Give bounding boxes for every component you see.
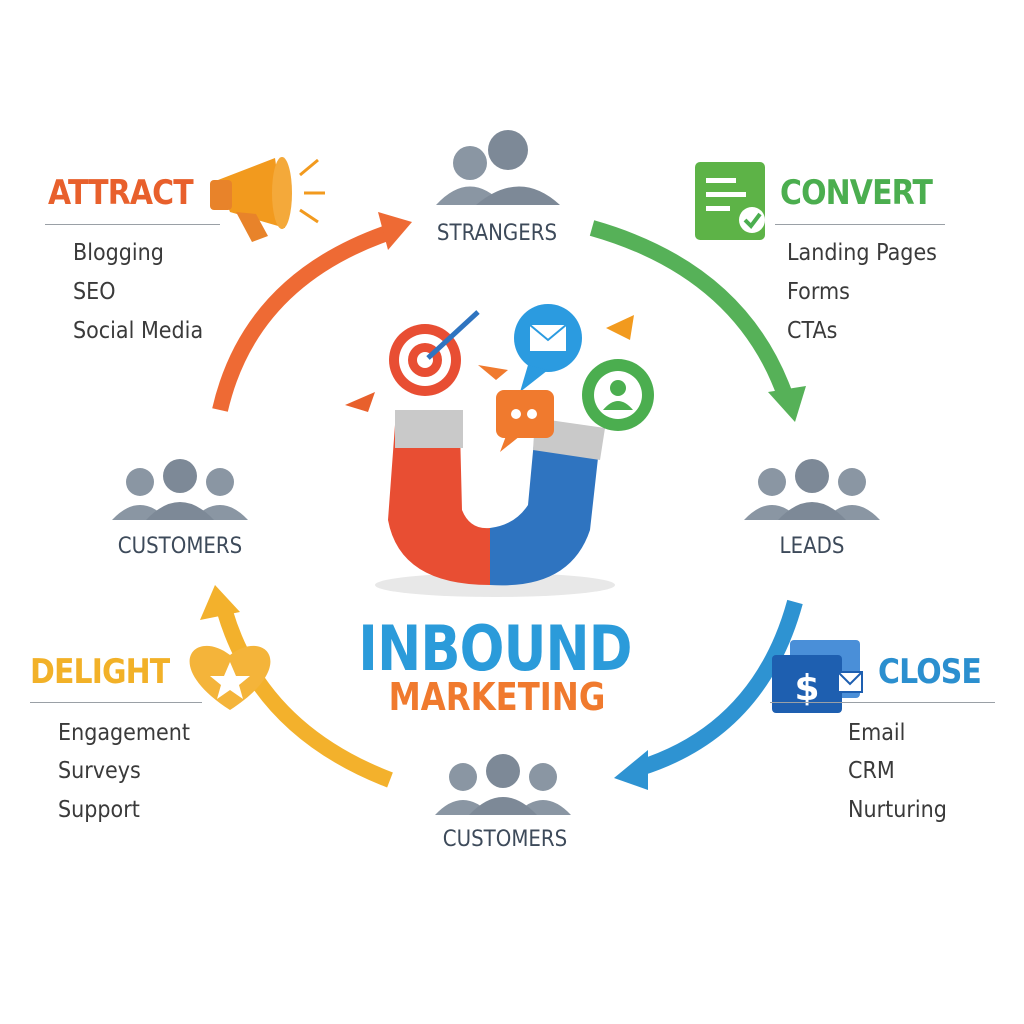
divider xyxy=(30,702,202,703)
leads-icon xyxy=(744,459,880,520)
divider xyxy=(45,224,220,225)
customers-left-icon xyxy=(112,459,248,520)
convert-item: Landing Pages xyxy=(787,240,937,266)
customers-bottom-icon xyxy=(435,754,571,815)
center-title: INBOUND xyxy=(358,612,632,685)
arrow-delight xyxy=(200,585,393,788)
attract-item: SEO xyxy=(73,279,116,305)
close-item: Nurturing xyxy=(848,797,947,823)
node-label-customers-left: CUSTOMERS xyxy=(117,534,243,559)
arrow-attract xyxy=(212,212,412,412)
strangers-icon xyxy=(436,130,560,205)
form-document-icon xyxy=(695,162,765,240)
arrow-convert xyxy=(589,220,806,422)
convert-item: CTAs xyxy=(787,318,838,344)
attract-item: Blogging xyxy=(73,240,164,266)
node-label-strangers: STRANGERS xyxy=(436,221,558,246)
node-label-leads: LEADS xyxy=(779,534,845,559)
magnet-icon xyxy=(375,410,615,597)
stage-title-close: CLOSE xyxy=(878,652,982,692)
email-bubble-icon xyxy=(514,304,582,392)
heart-star-icon xyxy=(189,645,271,710)
user-profile-icon xyxy=(582,359,654,431)
stage-title-attract: ATTRACT xyxy=(48,173,194,213)
divider xyxy=(770,702,995,703)
stage-title-delight: DELIGHT xyxy=(30,652,170,692)
divider xyxy=(775,224,945,225)
megaphone-icon xyxy=(210,157,325,242)
node-label-customers-bottom: CUSTOMERS xyxy=(442,827,568,852)
delight-item: Surveys xyxy=(58,758,141,784)
close-item: Email xyxy=(848,720,906,746)
stage-title-convert: CONVERT xyxy=(780,173,933,213)
close-item: CRM xyxy=(848,758,895,784)
convert-item: Forms xyxy=(787,279,850,305)
confetti-icon xyxy=(345,315,634,412)
delight-item: Engagement xyxy=(58,720,191,746)
target-icon xyxy=(389,310,480,396)
chat-bubble-icon xyxy=(496,390,554,452)
arrow-close xyxy=(614,599,803,790)
delight-item: Support xyxy=(58,797,140,823)
center-subtitle: MARKETING xyxy=(388,675,606,719)
attract-item: Social Media xyxy=(73,318,204,344)
